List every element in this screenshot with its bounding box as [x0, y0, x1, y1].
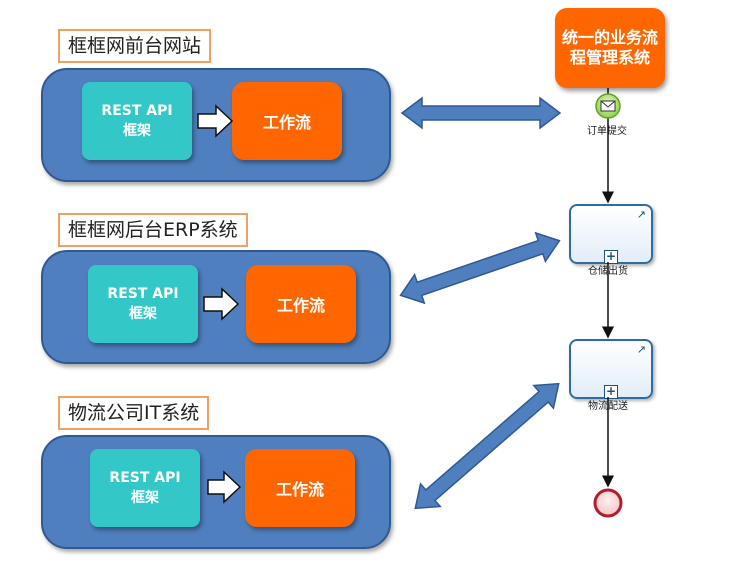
- rest-api-box: REST API 框架: [88, 265, 198, 343]
- rest-api-box: REST API 框架: [82, 82, 192, 160]
- expand-arrow-icon: ↗: [636, 208, 646, 221]
- workflow-box: 工作流: [232, 82, 342, 160]
- start-message-event-icon: [595, 93, 621, 119]
- right-arrow-icon: [197, 104, 234, 138]
- subprocess-marker-icon: +: [604, 384, 618, 399]
- task-warehouse-shipment: ↗ +: [569, 204, 653, 264]
- double-arrow-icon: [400, 96, 562, 130]
- expand-arrow-icon: ↗: [636, 343, 646, 356]
- start-event-label: 订单提交: [587, 126, 627, 137]
- unified-bpm-system: 统一的业务流程管理系统: [555, 8, 665, 88]
- right-arrow-icon: [207, 470, 242, 504]
- rest-api-box: REST API 框架: [90, 449, 200, 527]
- system-title-frontend: 框框网前台网站: [58, 29, 212, 63]
- system-title-erp: 框框网后台ERP系统: [58, 213, 248, 247]
- subprocess-marker-icon: +: [604, 249, 618, 264]
- task-logistics-delivery: ↗ +: [569, 339, 653, 399]
- double-arrow-icon: [399, 231, 561, 305]
- workflow-box: 工作流: [245, 449, 355, 527]
- workflow-box: 工作流: [246, 265, 356, 343]
- system-title-logistics: 物流公司IT系统: [58, 396, 210, 430]
- end-event-icon: [593, 488, 623, 518]
- double-arrow-icon: [414, 382, 560, 510]
- right-arrow-icon: [203, 287, 240, 321]
